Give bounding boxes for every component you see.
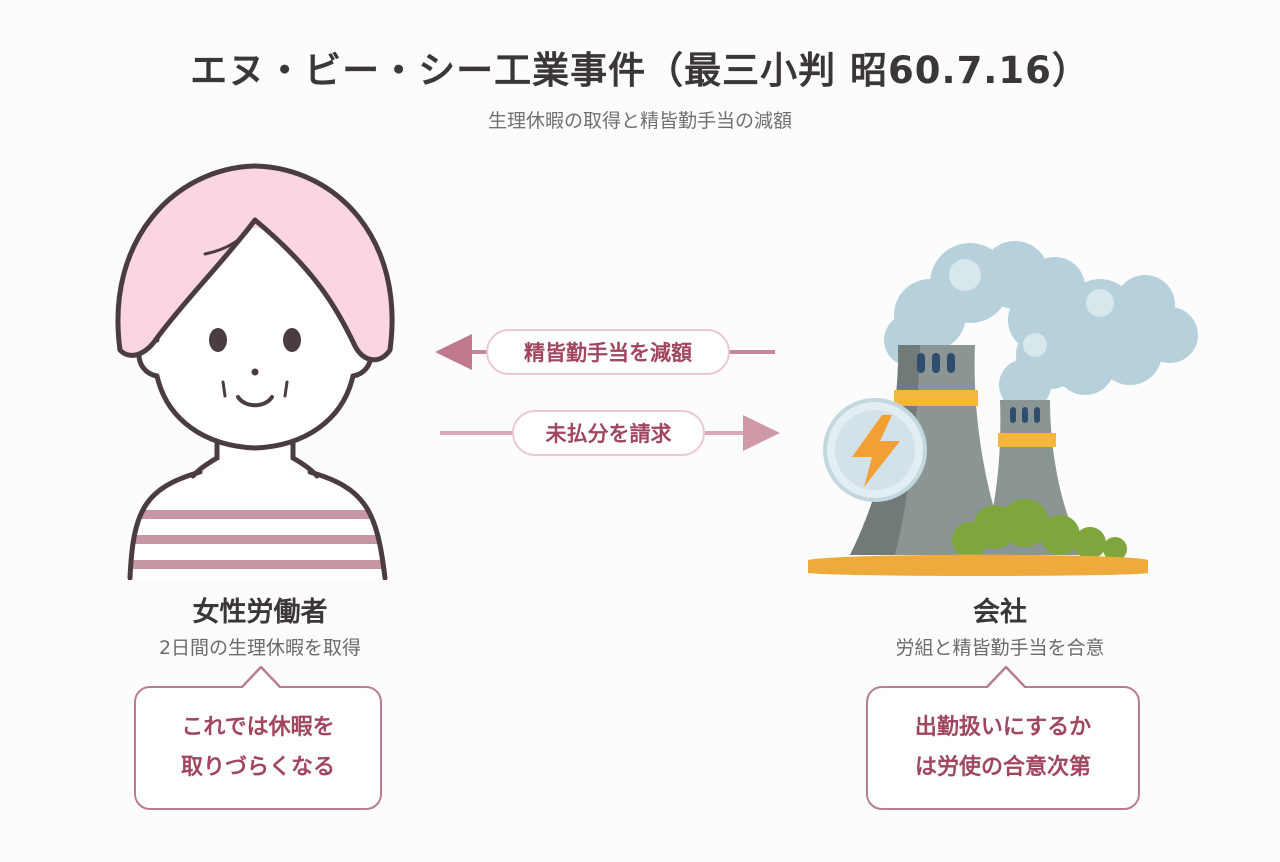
cooling-tower-large [850,345,1010,555]
company-description: 労組と精皆勤手当を合意 [895,637,1105,659]
lightning-bolt-icon [823,398,927,502]
company-name: 会社 [973,597,1027,628]
right-eye [283,328,301,352]
company-comment-line: 出勤扱いにするか [914,715,1092,740]
worker-name: 女性労働者 [192,597,328,628]
factory-illustration [808,241,1198,576]
company-comment-bubble: 出勤扱いにするか は労使の合意次第 [866,666,1140,810]
worker-comment-line: 取りづらくなる [180,755,335,780]
claim-unpaid-label: 未払分を請求 [512,410,705,456]
bushes [952,499,1127,561]
worker-comment-line: これでは休暇を [181,715,335,740]
left-eye [209,328,227,352]
bubble-tail [986,666,1026,688]
smoke-clouds [884,241,1198,411]
company-comment-line: は労使の合意次第 [914,755,1091,780]
page-title: エヌ・ビー・シー工業事件（最三小判 昭60.7.16） [190,49,1090,92]
striped-shirt [127,469,388,580]
reduce-allowance-label: 精皆勤手当を減額 [486,329,730,375]
worker-description: 2日間の生理休暇を取得 [158,637,362,659]
bubble-tail [241,666,281,688]
worker-comment-bubble: これでは休暇を 取りづらくなる [134,666,382,810]
woman-illustration [115,163,395,580]
page-subtitle: 生理休暇の取得と精皆勤手当の減額 [487,110,792,132]
